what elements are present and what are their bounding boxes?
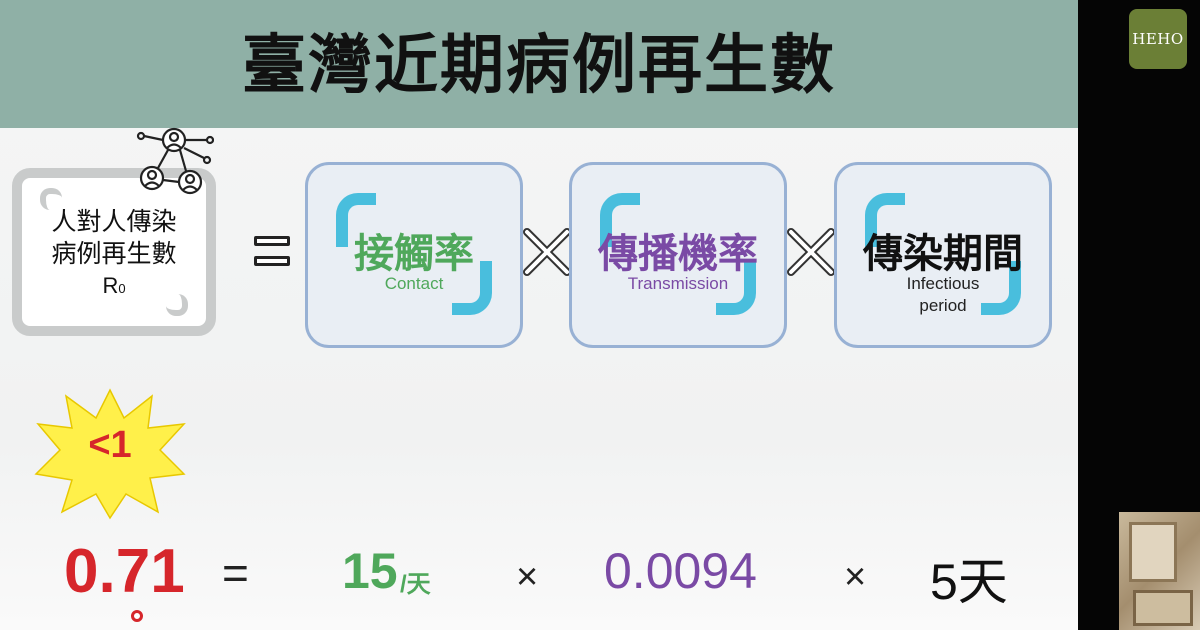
bracket-top-left — [865, 193, 905, 247]
less-than-one-label: <1 — [88, 424, 132, 466]
starburst-icon — [34, 388, 186, 520]
factor-sublabel-contact: Contact — [384, 274, 444, 293]
title-bar — [0, 0, 1078, 128]
webcam-thumbnail — [1119, 512, 1200, 630]
r0-symbol-letter: R — [102, 273, 119, 298]
equation-result: 0.71 — [64, 537, 185, 606]
factor-box-transmission: 傳播機率 Transmission — [569, 162, 787, 348]
r0-symbol: R0 — [22, 270, 206, 305]
equation-times-1: × — [516, 556, 539, 598]
r0-bracket-bottom-right — [166, 294, 188, 316]
people-network-icon — [136, 127, 214, 195]
factor-box-contact: 接觸率 Contact — [305, 162, 523, 348]
r0-line1: 人對人傳染 — [51, 207, 177, 236]
equation-period-value: 5天 — [930, 554, 1008, 610]
heho-logo: HEHO — [1129, 9, 1187, 69]
factor-sublabel-period: Infectious period — [837, 273, 1049, 317]
r0-line2: 病例再生數 — [51, 239, 177, 268]
webcam-cabinet — [1133, 590, 1193, 626]
factor-label-transmission: 傳播機率 — [598, 231, 758, 277]
r0-box: 人對人傳染 病例再生數 R0 — [12, 168, 216, 336]
equation-equals: = — [222, 547, 249, 599]
equation-contact-value: 15 — [342, 543, 398, 599]
bracket-top-left — [336, 193, 376, 247]
factor-label-period: 傳染期間 — [863, 231, 1023, 277]
factor-box-period: 傳染期間 Infectious period — [834, 162, 1052, 348]
multiply-icon — [523, 228, 571, 276]
r0-bracket-top-left — [40, 188, 62, 210]
equals-bar-bottom — [254, 256, 290, 266]
bracket-top-left — [600, 193, 640, 247]
r0-symbol-subscript: 0 — [118, 281, 126, 296]
factor-sublabel-transmission: Transmission — [627, 274, 729, 293]
equation-times-2: × — [844, 556, 867, 598]
factor-sublabel-period-line2: period — [919, 296, 967, 315]
multiply-icon — [787, 228, 835, 276]
equation-transmission-value: 0.0094 — [604, 543, 757, 599]
cursor-marker — [131, 610, 143, 622]
slide: 臺灣近期病例再生數 人對人傳染 病例再生數 R0 — [0, 0, 1078, 630]
equals-symbol — [254, 236, 290, 268]
equation-contact-unit: /天 — [400, 571, 431, 598]
webcam-shelf — [1129, 522, 1177, 582]
factor-sublabel-period-line1: Infectious — [906, 274, 980, 293]
factor-label-contact: 接觸率 — [354, 231, 474, 277]
equals-bar-top — [254, 236, 290, 246]
r0-text: 人對人傳染 病例再生數 R0 — [22, 206, 206, 305]
slide-title: 臺灣近期病例再生數 — [242, 29, 836, 103]
